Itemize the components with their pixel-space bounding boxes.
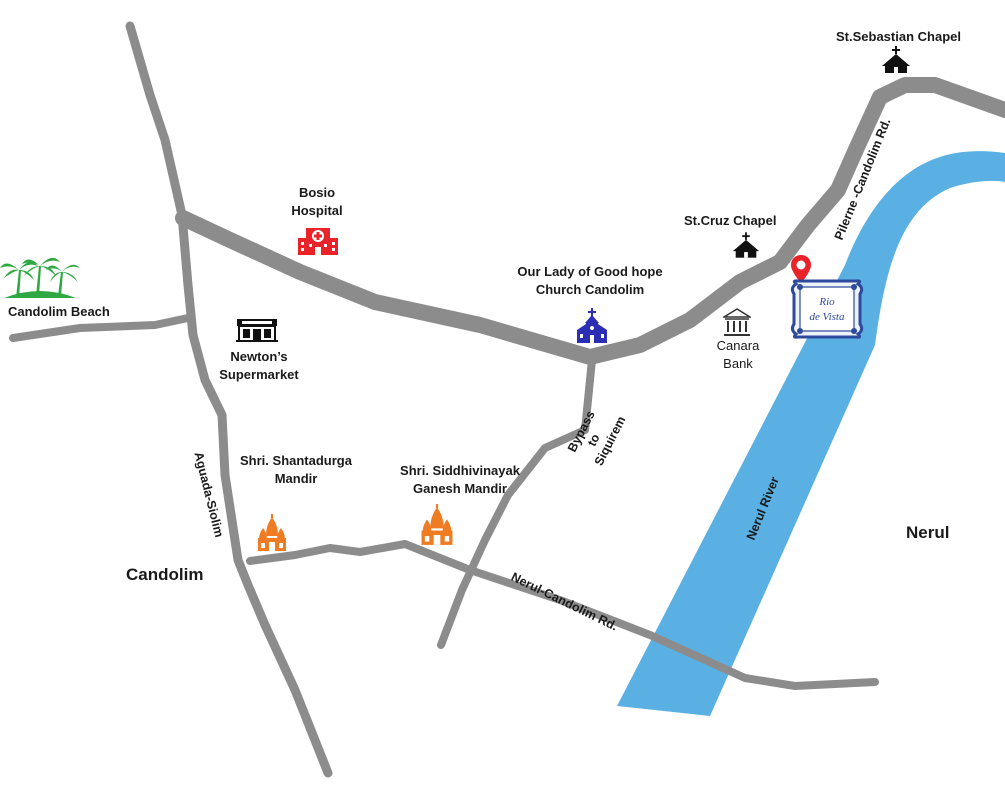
bosio-hospital-label: Bosio Hospital: [291, 185, 343, 218]
location-pin-icon[interactable]: [790, 254, 812, 284]
hospital-icon[interactable]: [298, 224, 338, 256]
bypass-road: [437, 356, 596, 649]
nerul-candolim-road: [246, 540, 879, 690]
beach-road: [9, 314, 192, 342]
candolim-area-label: Candolim: [126, 565, 204, 584]
logo-line2: de Vista: [810, 311, 845, 323]
st-sebastian-chapel-label: St.Sebastian Chapel: [836, 29, 961, 44]
temple-icon[interactable]: [256, 514, 288, 552]
chapel-icon[interactable]: [880, 46, 912, 74]
bank-icon[interactable]: [723, 308, 751, 338]
canara-bank-label: Canara Bank: [716, 338, 760, 371]
supermarket-icon[interactable]: [236, 318, 278, 342]
main-road-candolim: [175, 77, 1005, 365]
aguada-siolim-road: [125, 21, 333, 778]
church-icon[interactable]: [575, 308, 609, 344]
chapel-icon[interactable]: [731, 232, 761, 259]
palm-trees-icon[interactable]: [0, 254, 80, 302]
our-lady-church-label: Our Lady of Good hope Church Candolim: [517, 264, 663, 297]
siddhivinayak-mandir-label: Shri. Siddhivinayak Ganesh Mandir: [400, 463, 520, 496]
shantadurga-mandir-label: Shri. Shantadurga Mandir: [240, 453, 352, 486]
rio-de-vista-logo[interactable]: Rio de Vista: [790, 278, 864, 340]
candolim-beach-label: Candolim Beach: [8, 304, 110, 319]
logo-line1: Rio: [818, 296, 835, 308]
nerul-river-shape: [617, 151, 1005, 717]
st-cruz-chapel-label: St.Cruz Chapel: [684, 213, 777, 228]
temple-icon[interactable]: [419, 504, 455, 546]
newtons-supermarket-label: Newton’s Supermarket: [219, 349, 299, 382]
nerul-area-label: Nerul: [906, 523, 950, 542]
